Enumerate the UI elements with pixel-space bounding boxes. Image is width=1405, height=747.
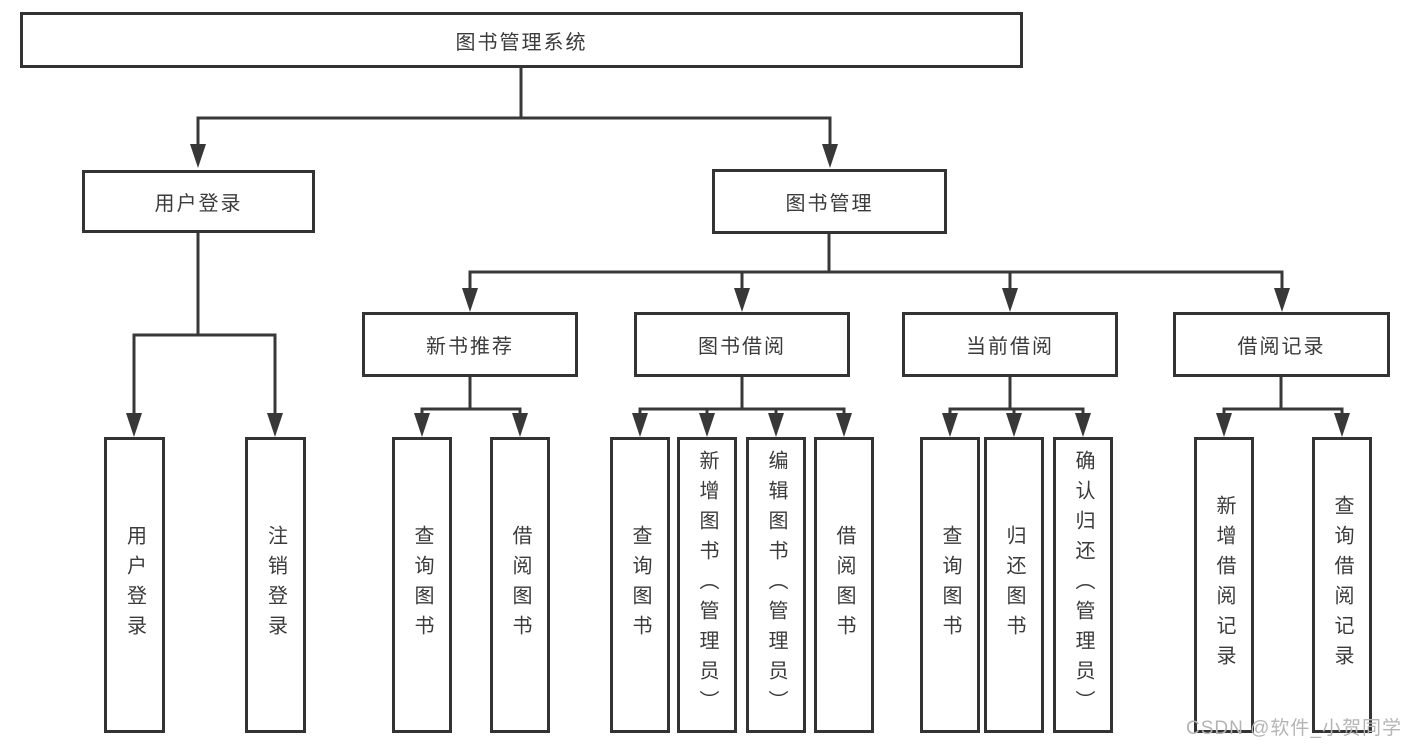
leaf-current-return-label: 归还图书 [1003,525,1025,645]
leaf-borrow-add-label: 新增图书（管理员） [696,450,718,720]
connector-current-borrow-to-leaves [942,377,1091,437]
leaf-record-add-label: 新增借阅记录 [1213,495,1235,675]
leaf-borrow-borrow: 借阅图书 [814,437,874,733]
connector-book-borrow-to-leaves [632,377,852,437]
connector-user-login-to-leaves [126,233,283,437]
leaf-newbook-borrow: 借阅图书 [490,437,550,733]
leaf-user-login-label: 用户登录 [123,525,146,645]
leaf-borrow-borrow-label: 借阅图书 [833,525,855,645]
leaf-borrow-add: 新增图书（管理员） [677,437,737,733]
leaf-current-query-label: 查询图书 [939,525,961,645]
connector-borrow-record-to-leaves [1216,377,1350,437]
connector-book-mgmt-to-level3 [462,234,1290,312]
leaf-logout: 注销登录 [245,437,306,733]
node-user-login: 用户登录 [82,170,315,233]
leaf-newbook-query-label: 查询图书 [411,525,433,645]
leaf-borrow-query: 查询图书 [610,437,670,733]
leaf-current-confirm-label: 确认归还（管理员） [1072,450,1094,720]
node-current-borrow: 当前借阅 [902,312,1118,377]
leaf-logout-label: 注销登录 [264,525,287,645]
node-book-mgmt: 图书管理 [712,169,947,234]
leaf-record-add: 新增借阅记录 [1194,437,1254,733]
leaf-record-query-label: 查询借阅记录 [1331,495,1353,675]
node-borrow-record: 借阅记录 [1173,312,1390,377]
leaf-newbook-query: 查询图书 [392,437,452,733]
leaf-borrow-edit-label: 编辑图书（管理员） [765,450,787,720]
leaf-newbook-borrow-label: 借阅图书 [509,525,531,645]
csdn-watermark: CSDN @软件_小贺同学 [1186,718,1402,739]
connector-root-to-level2 [190,66,838,168]
leaf-borrow-query-label: 查询图书 [629,525,651,645]
node-book-borrow: 图书借阅 [634,312,850,377]
leaf-user-login: 用户登录 [104,437,165,733]
connector-new-book-to-leaves [414,377,528,437]
node-new-book: 新书推荐 [362,312,578,377]
leaf-record-query: 查询借阅记录 [1312,437,1372,733]
leaf-borrow-edit: 编辑图书（管理员） [746,437,806,733]
leaf-current-query: 查询图书 [920,437,980,733]
node-root: 图书管理系统 [20,12,1023,68]
leaf-current-return: 归还图书 [984,437,1044,733]
leaf-current-confirm: 确认归还（管理员） [1053,437,1113,733]
